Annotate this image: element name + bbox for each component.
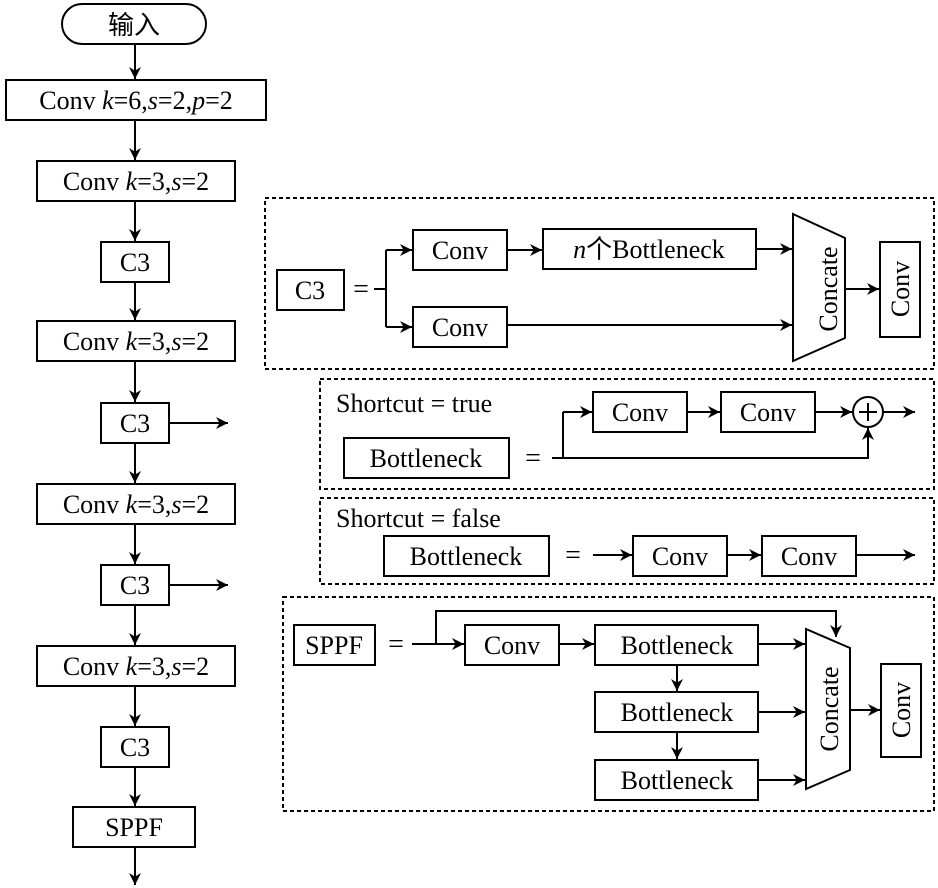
bottleneck-false-title: Shortcut = false [336, 504, 501, 533]
bottleneck-false-conv2: Conv [781, 542, 837, 571]
c3-label-1: C3 [120, 248, 150, 277]
c3-module-arrows [386, 243, 879, 333]
sppf-module-bottleneck1: Bottleneck [621, 631, 734, 660]
sppf-module-bottleneck3: Bottleneck [621, 766, 734, 795]
sppf-module-panel [282, 596, 935, 812]
bottleneck-true-title: Shortcut = true [336, 389, 492, 418]
sppf-module-conv-out: Conv [887, 682, 916, 738]
bottleneck-true-conv2: Conv [740, 398, 796, 427]
bottleneck-false-conv1: Conv [652, 542, 708, 571]
bottleneck-true-conv1: Conv [612, 398, 668, 427]
conv3-label: Conv k=3,s=2 [63, 327, 209, 356]
c3-module-name: C3 [295, 276, 325, 305]
conv1-label: Conv k=6,s=2,p=2 [39, 86, 233, 115]
c3-module-name-box [276, 269, 345, 311]
bottleneck-false-name-box [383, 535, 550, 577]
c3-label-3: C3 [120, 571, 150, 600]
c3-module-concat-block [792, 212, 846, 363]
input-label: 输入 [108, 11, 160, 40]
c3-module-bottleneck-label: n个Bottleneck [573, 235, 725, 264]
conv4-label: Conv k=3,s=2 [63, 490, 209, 519]
backbone-arrows [129, 44, 228, 885]
c3-module-equals: = [353, 274, 369, 305]
bottleneck-true-trunk [552, 412, 564, 459]
bottleneck-true-name-box [343, 437, 510, 479]
sppf-module-bottleneck2: Bottleneck [621, 698, 734, 727]
conv5-label: Conv k=3,s=2 [63, 652, 209, 681]
sppf-module-conv: Conv [484, 631, 540, 660]
c3-label-4: C3 [120, 733, 150, 762]
sppf-skip-line [435, 610, 842, 644]
sppf-module-conv-out-box [880, 663, 922, 758]
c3-module-conv-out-box [879, 241, 921, 338]
c3-label-2: C3 [120, 409, 150, 438]
sppf-module-concat-label: Concate [815, 666, 844, 751]
c3-module-links [374, 250, 387, 327]
c3-module-conv-bottom: Conv [432, 313, 488, 342]
add-icon-cross [859, 403, 877, 421]
c3-module-concat-label: Concate [814, 246, 843, 331]
c3-module-conv-out: Conv [886, 261, 915, 317]
sppf-module-name: SPPF [305, 631, 363, 660]
bottleneck-true-panel [319, 378, 935, 490]
sppf-module-equals: = [388, 629, 404, 660]
bottleneck-false-equals: = [565, 540, 581, 571]
bottleneck-true-equals: = [525, 443, 541, 474]
sppf-label: SPPF [105, 813, 163, 842]
sppf-module-arrows [412, 610, 880, 786]
bottleneck-false-name: Bottleneck [410, 542, 523, 571]
c3-module-conv-bottom-box [412, 306, 508, 348]
sppf-module-name-box [293, 624, 376, 666]
shortcut-line [563, 428, 874, 459]
conv2-label: Conv k=3,s=2 [63, 167, 209, 196]
bottleneck-true-name: Bottleneck [370, 444, 483, 473]
c3-module-conv-top: Conv [432, 236, 488, 265]
bottleneck-true-arrows [563, 406, 915, 459]
sppf-module-concat-block [805, 627, 851, 791]
